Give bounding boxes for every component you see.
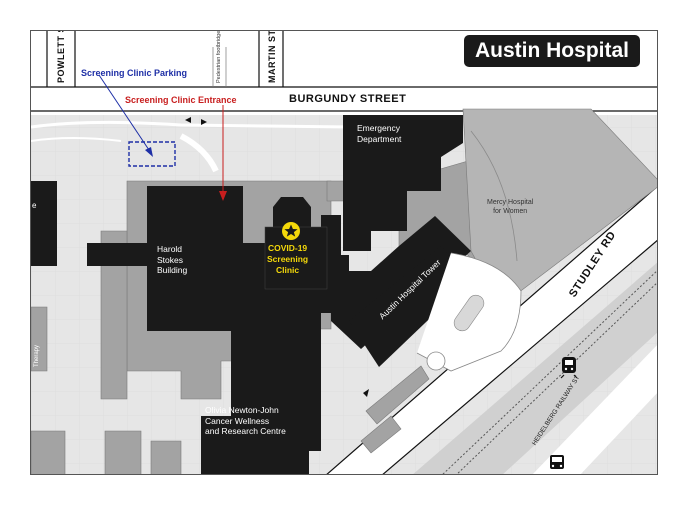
gray-se-1 (365, 365, 430, 425)
harold-west-link (87, 243, 147, 266)
star-icon (282, 222, 300, 240)
therapy-label: Therapy (34, 344, 40, 367)
parking-arrow-head (145, 147, 153, 157)
covid-connector (265, 289, 287, 319)
gray-sw-1 (31, 430, 66, 474)
black-buildings (31, 115, 471, 474)
powlett-street-label: POWLETT ST (56, 30, 66, 83)
gray-sw-3 (150, 440, 182, 474)
covid-clinic-top (273, 197, 311, 227)
small-roundabout (426, 351, 446, 371)
railway-reserve (413, 262, 657, 474)
martin-street-label: MARTIN ST (267, 30, 277, 83)
emergency-department-label: Emergency Department (357, 123, 402, 144)
map-title: Austin Hospital (464, 35, 640, 67)
median-island (453, 294, 485, 332)
olivia-newton-john-centre-shape (201, 313, 321, 474)
train-icon (560, 357, 578, 379)
gray-west-wing (100, 230, 128, 400)
mercy-hospital-label: Mercy Hospital for Women (487, 199, 534, 215)
entrance-arrow-head (219, 191, 227, 201)
covid-clinic-label: COVID-19 Screening Clinic (267, 243, 309, 275)
map-frame: Austin Hospital BURGUNDY STREET POWLETT … (30, 30, 658, 475)
railway-track-2 (456, 282, 657, 474)
campus-path-2 (31, 137, 122, 142)
bus-icon (550, 455, 564, 469)
studley-road-east-edge (382, 239, 657, 474)
entrance-label: Screening Clinic Entrance (125, 95, 237, 105)
harold-stokes-label: Harold Stokes Building (157, 244, 188, 275)
olivia-newton-john-label: Olivia Newton-John Cancer Wellness and R… (205, 405, 286, 436)
emergency-department-shape (343, 115, 463, 251)
drop-off-loop (179, 133, 219, 173)
map-canvas (31, 31, 657, 474)
parking-arrow-line (98, 74, 152, 154)
gray-sw-2 (104, 430, 142, 474)
gray-therapy (31, 306, 48, 372)
parking-label: Screening Clinic Parking (81, 68, 188, 78)
mercy-detail (470, 130, 518, 262)
footbridge-label: Pedestrian footbridge (216, 30, 222, 83)
east-road (532, 345, 657, 474)
burgundy-street-label: BURGUNDY STREET (289, 93, 407, 105)
parking-box (128, 141, 176, 167)
harold-stokes-building-shape (147, 186, 349, 331)
gray-se-2 (360, 415, 402, 454)
campus-path (31, 120, 352, 129)
west-black-building (31, 181, 57, 266)
west-building-label: e (32, 201, 37, 210)
austin-hospital-tower-shape (349, 246, 471, 367)
